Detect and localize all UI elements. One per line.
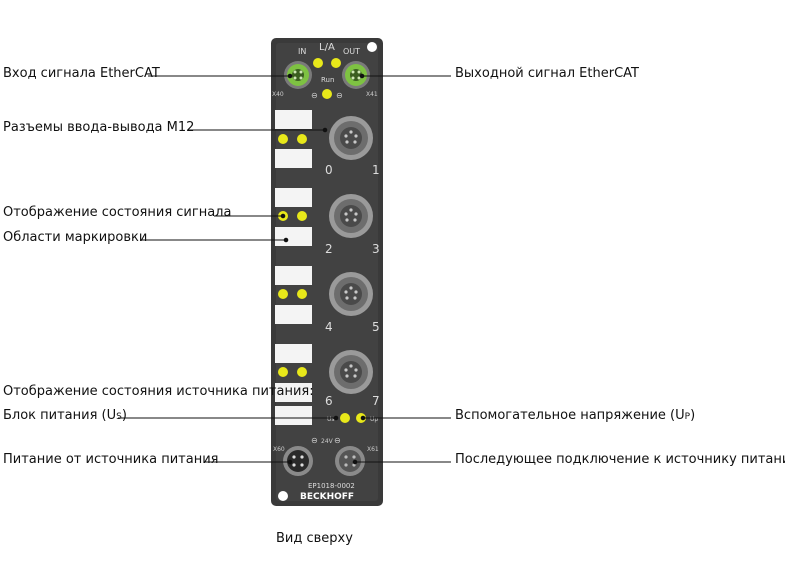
la-in-led xyxy=(313,58,323,68)
channel-number: 0 xyxy=(325,163,333,177)
marking-area xyxy=(275,305,312,324)
mounting-hole-bottom xyxy=(278,491,288,501)
marking-area xyxy=(275,406,312,425)
brand-label: BECKHOFF xyxy=(300,492,354,502)
signal-status-led xyxy=(297,134,307,144)
label-power-us-prefix: Блок питания (U xyxy=(3,408,117,423)
la-out-led xyxy=(331,58,341,68)
in-label: IN xyxy=(298,47,306,56)
signal-status-led xyxy=(297,211,307,221)
signal-status-led xyxy=(278,134,288,144)
label-signal-status: Отображение состояния сигнала xyxy=(3,205,232,220)
signal-status-led xyxy=(297,367,307,377)
minus-symbol-icon: ⊖ xyxy=(311,436,318,445)
label-m12-connectors: Разъемы ввода-вывода M12 xyxy=(3,120,195,135)
signal-status-led xyxy=(297,289,307,299)
run-led xyxy=(322,89,332,99)
channel-number: 1 xyxy=(372,163,380,177)
signal-status-led xyxy=(278,289,288,299)
channel-number: 4 xyxy=(325,320,333,334)
label-power-supply: Питание от источника питания xyxy=(3,452,219,467)
minus-symbol-icon: ⊖ xyxy=(311,91,318,100)
x60-label: X60 xyxy=(273,446,285,453)
label-ethercat-in: Вход сигнала EtherCAT xyxy=(3,66,160,81)
ethercat-in-connector xyxy=(284,61,312,89)
model-label: EP1018-0002 xyxy=(308,482,355,490)
la-label: L/A xyxy=(319,42,335,53)
label-aux-up: Вспомогательное напряжение (UP) xyxy=(455,408,695,425)
marking-area xyxy=(275,110,312,129)
minus-symbol-icon: ⊖ xyxy=(336,91,343,100)
marking-area xyxy=(275,344,312,363)
voltage-label: 24V xyxy=(321,438,334,445)
label-power-status: Отображение состояния источника питания: xyxy=(3,384,314,399)
power-out-connector xyxy=(335,446,365,476)
channel-number: 2 xyxy=(325,242,333,256)
x41-label: X41 xyxy=(366,91,378,98)
x61-label: X61 xyxy=(367,446,379,453)
label-power-us-suffix: ) xyxy=(121,408,127,423)
label-marking-areas: Области маркировки xyxy=(3,230,148,245)
up-led-label: Up xyxy=(370,416,378,423)
channel-number: 3 xyxy=(372,242,380,256)
x40-label: X40 xyxy=(272,91,284,98)
us-power-led xyxy=(340,413,350,423)
ethercat-out-connector xyxy=(342,61,370,89)
label-aux-up-suffix: ) xyxy=(690,408,696,423)
marking-area xyxy=(275,227,312,246)
label-ethercat-out: Выходной сигнал EtherCAT xyxy=(455,66,639,81)
m12-connector xyxy=(329,194,373,238)
channel-number: 7 xyxy=(372,394,380,408)
label-aux-up-prefix: Вспомогательное напряжение (U xyxy=(455,408,685,423)
channel-number: 5 xyxy=(372,320,380,334)
marking-area xyxy=(275,266,312,285)
label-aux-up-sub: P xyxy=(684,412,691,422)
minus-symbol-icon: ⊖ xyxy=(334,436,341,445)
marking-area xyxy=(275,383,312,402)
leader-lines xyxy=(118,73,451,465)
run-label: Run xyxy=(321,76,334,84)
m12-connector xyxy=(329,350,373,394)
m12-connector xyxy=(329,116,373,160)
power-in-connector xyxy=(283,446,313,476)
mounting-hole-top xyxy=(367,42,377,52)
label-power-us-sub: S xyxy=(116,412,122,422)
caption-top-view: Вид сверху xyxy=(276,531,353,546)
marking-area xyxy=(275,149,312,168)
us-led-label: Us xyxy=(327,416,335,423)
label-power-forward: Последующее подключение к источнику пита… xyxy=(455,452,785,467)
marking-area xyxy=(275,188,312,207)
m12-connector xyxy=(329,272,373,316)
label-power-us: Блок питания (US) xyxy=(3,408,127,425)
signal-status-led xyxy=(278,367,288,377)
out-label: OUT xyxy=(343,47,360,56)
channel-number: 6 xyxy=(325,394,333,408)
